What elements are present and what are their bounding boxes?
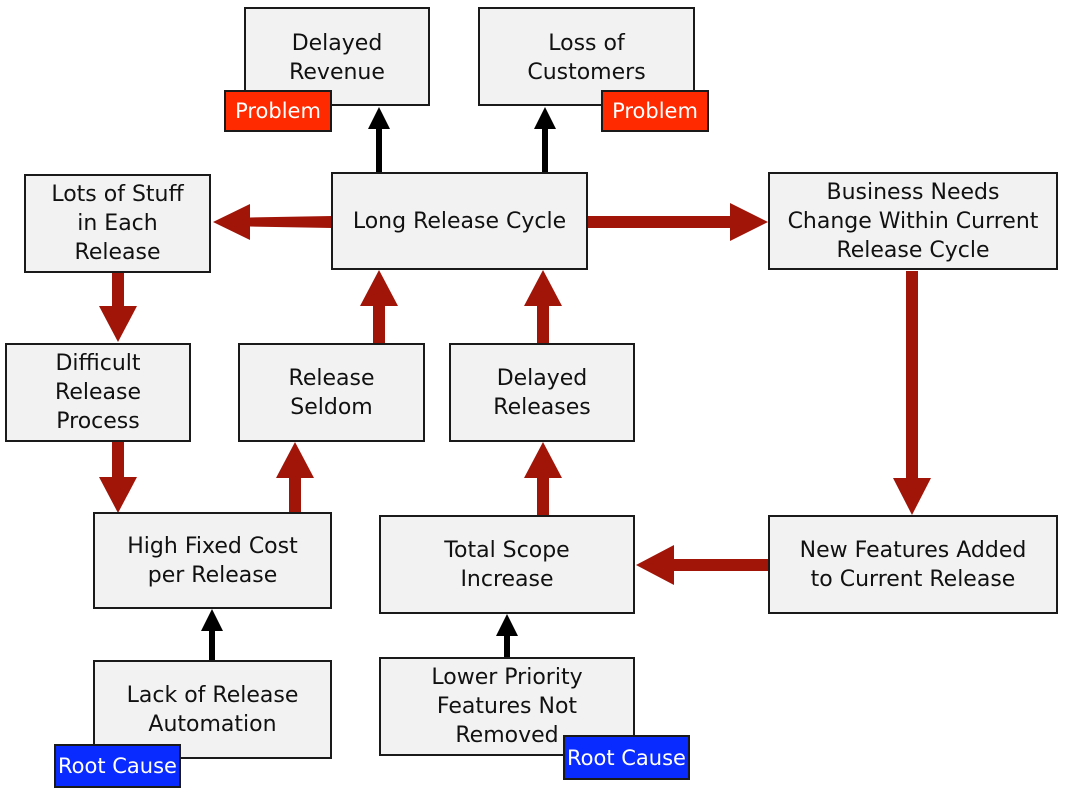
arrow-long-cycle-to-delayed-revenue: [368, 107, 390, 173]
node-high-fixed-cost: High Fixed Cost per Release: [93, 512, 332, 609]
arrow-release-seldom-to-long-cycle: [360, 270, 398, 344]
node-business-needs: Business Needs Change Within Current Rel…: [768, 172, 1058, 270]
root-cause-tag: Root Cause: [563, 735, 690, 780]
arrow-long-cycle-to-business-needs: [588, 203, 768, 241]
node-difficult-release-process: Difficult Release Process: [5, 343, 191, 442]
node-long-release-cycle: Long Release Cycle: [331, 172, 588, 270]
node-release-seldom: Release Seldom: [238, 343, 425, 442]
node-new-features-added: New Features Added to Current Release: [768, 515, 1058, 614]
node-lots-of-stuff: Lots of Stuff in Each Release: [24, 174, 211, 273]
arrow-long-cycle-to-lots-of-stuff: [213, 204, 332, 240]
arrow-lots-of-stuff-to-difficult: [99, 273, 137, 342]
node-lack-of-release-automation: Lack of Release Automation: [93, 660, 332, 759]
arrow-new-features-to-total-scope: [636, 545, 768, 585]
problem-tag: Problem: [224, 90, 332, 132]
node-loss-of-customers: Loss of Customers: [478, 7, 695, 106]
root-cause-tag: Root Cause: [54, 744, 181, 788]
arrow-long-cycle-to-loss-of-customers: [534, 107, 556, 173]
arrow-lack-automation-to-high-fixed-cost: [201, 609, 223, 661]
problem-tag: Problem: [601, 90, 709, 132]
node-total-scope-increase: Total Scope Increase: [379, 515, 635, 614]
arrow-difficult-to-high-fixed-cost: [99, 441, 137, 513]
arrow-lower-priority-to-total-scope: [496, 614, 518, 658]
arrow-total-scope-to-delayed-releases: [524, 442, 562, 516]
arrow-business-needs-to-new-features: [893, 271, 931, 515]
node-delayed-revenue: Delayed Revenue: [244, 7, 430, 106]
node-delayed-releases: Delayed Releases: [449, 343, 635, 442]
arrow-delayed-releases-to-long-cycle: [524, 270, 562, 344]
arrow-high-fixed-cost-to-release-seldom: [276, 442, 314, 512]
